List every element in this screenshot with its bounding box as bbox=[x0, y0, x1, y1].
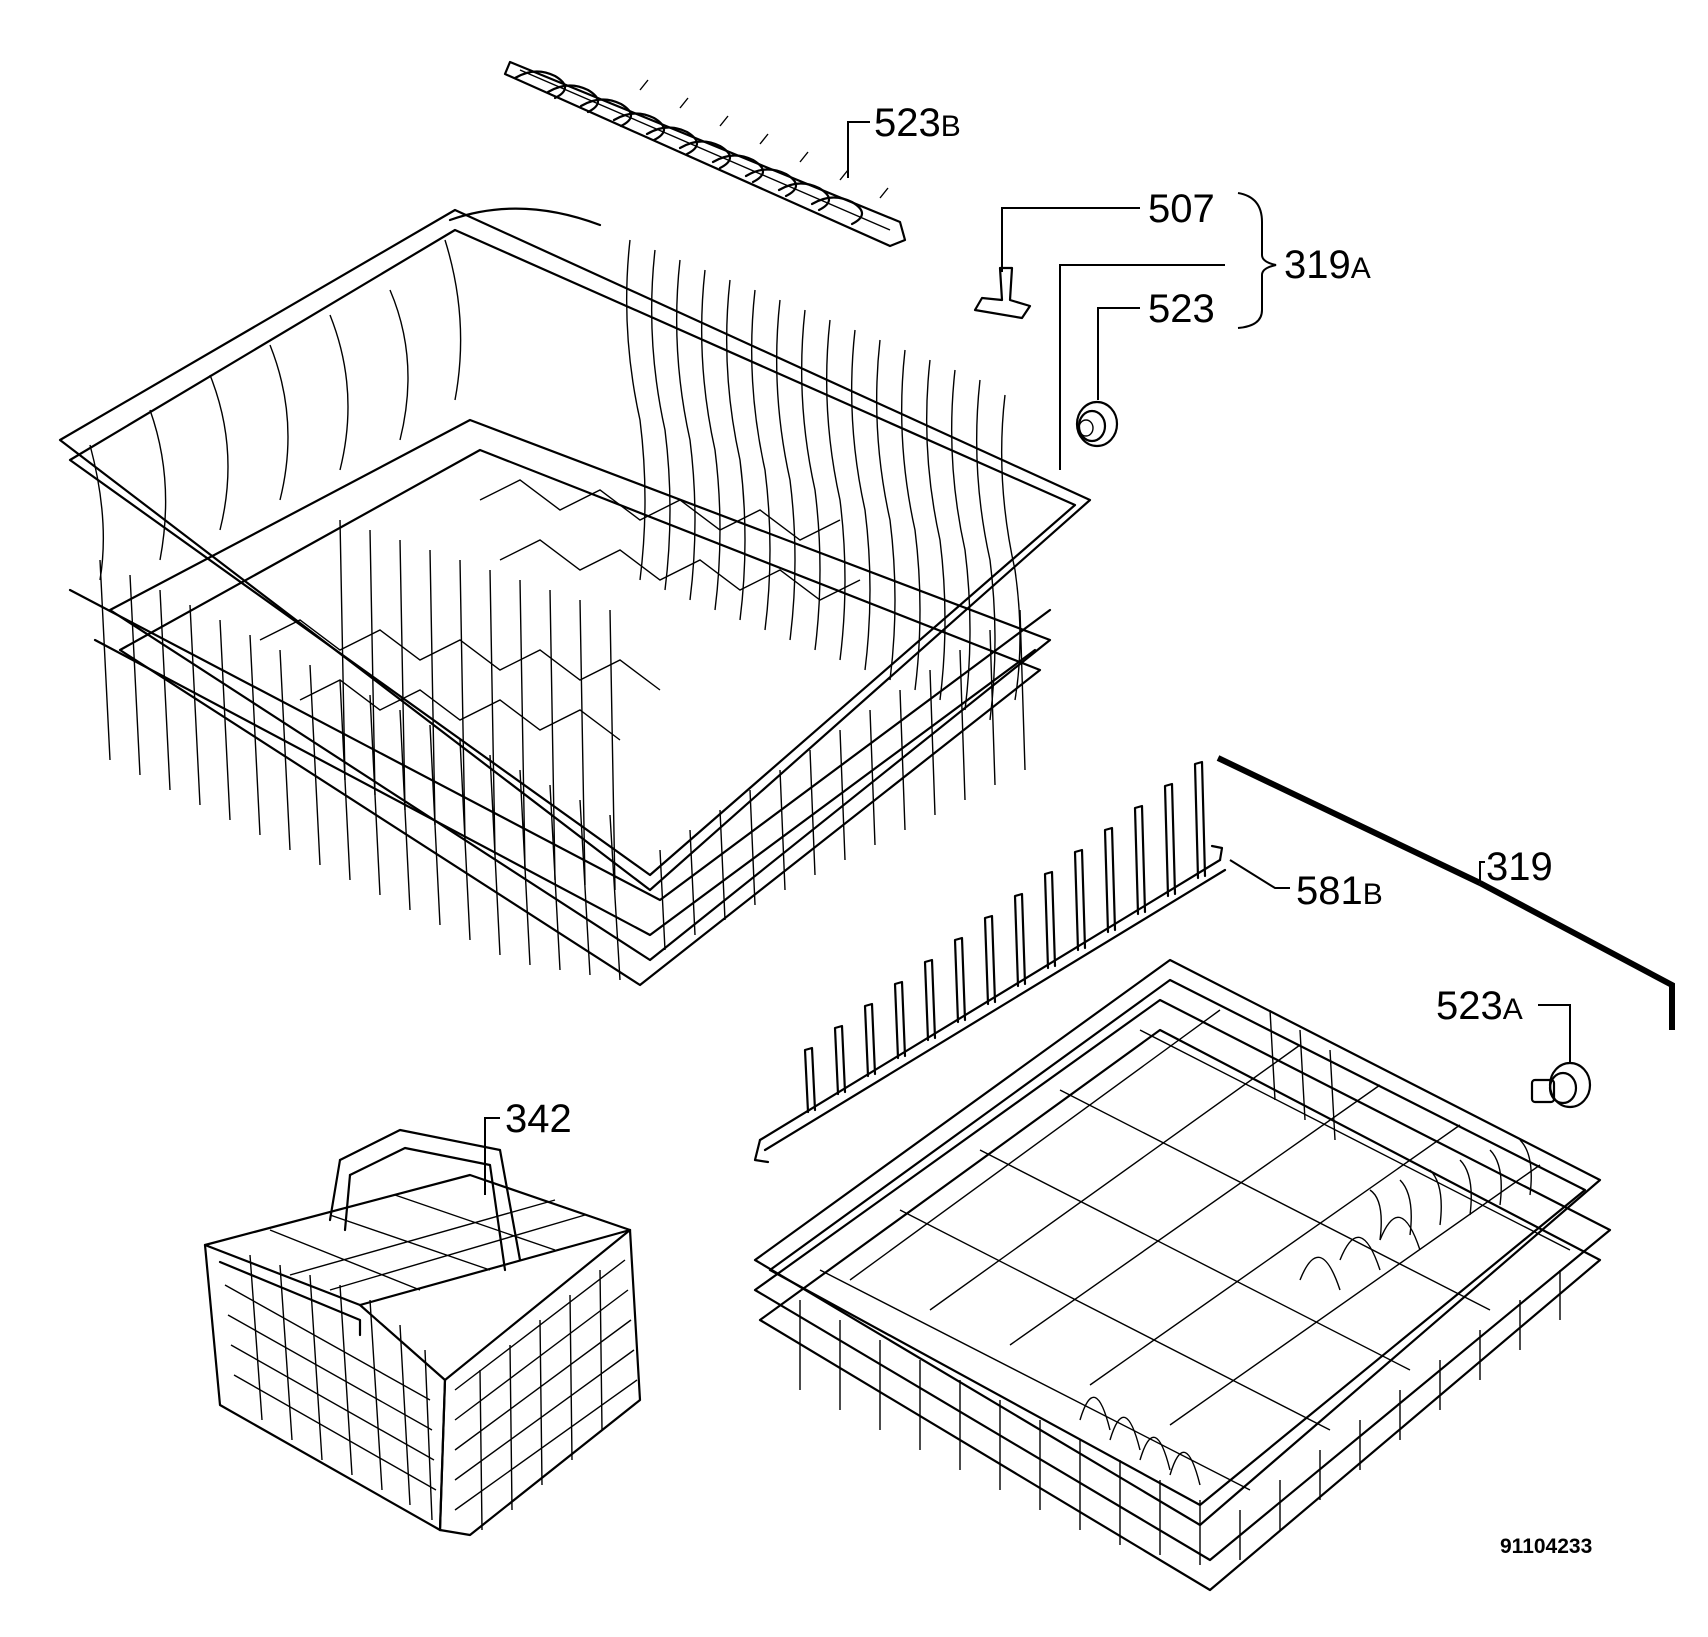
clip-507 bbox=[973, 266, 1032, 320]
label-523b-suffix: B bbox=[941, 110, 961, 143]
cutlery-basket-342 bbox=[203, 1128, 642, 1537]
label-507: 507 bbox=[1148, 187, 1215, 231]
wheel-523a bbox=[1530, 1061, 1592, 1109]
label-523a-num: 523 bbox=[1436, 984, 1503, 1028]
label-581b-suffix: B bbox=[1363, 878, 1383, 911]
leader-lines bbox=[484, 121, 1675, 1195]
label-342: 342 bbox=[505, 1097, 572, 1141]
label-581b-num: 581 bbox=[1296, 869, 1363, 913]
label-523a: 523A bbox=[1436, 984, 1523, 1028]
label-523b-num: 523 bbox=[874, 101, 941, 145]
label-319a-num: 319 bbox=[1284, 243, 1351, 287]
drawing-code: 91104233 bbox=[1500, 1535, 1592, 1558]
label-319: 319 bbox=[1486, 845, 1553, 889]
tine-rack-581b bbox=[753, 760, 1227, 1164]
cup-shelf-523b bbox=[503, 60, 907, 248]
label-319a-suffix: A bbox=[1351, 252, 1371, 285]
label-581b: 581B bbox=[1296, 869, 1383, 913]
lower-basket bbox=[753, 958, 1612, 1592]
label-523: 523 bbox=[1148, 287, 1215, 331]
label-319a: 319A bbox=[1284, 243, 1371, 287]
label-523a-suffix: A bbox=[1503, 993, 1523, 1026]
label-523b: 523B bbox=[874, 101, 961, 145]
upper-basket bbox=[58, 207, 1092, 987]
wheel-523 bbox=[1075, 400, 1119, 448]
